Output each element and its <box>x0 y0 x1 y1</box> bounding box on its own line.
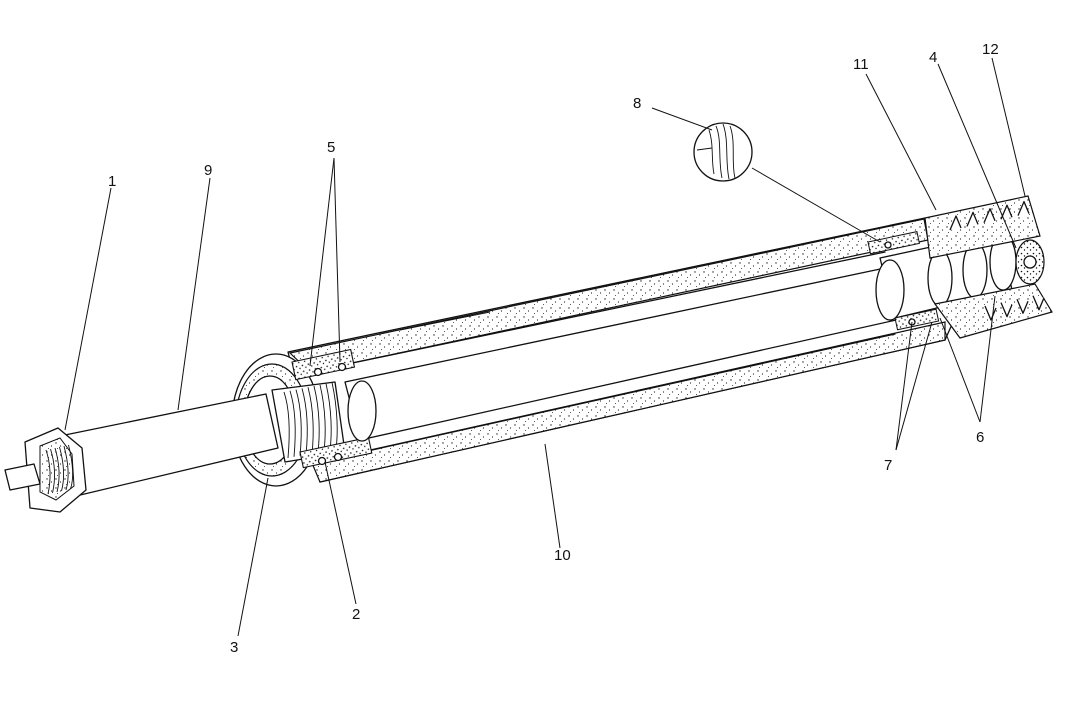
thread-line <box>319 384 326 451</box>
seal-7 <box>894 308 940 331</box>
piston-rod-body <box>59 393 279 497</box>
leader-2 <box>324 461 357 605</box>
end-cap-center <box>1023 255 1037 269</box>
thread-line <box>54 447 60 493</box>
leader-6a <box>939 317 981 423</box>
left-seals <box>291 348 373 469</box>
end-cap-upper-section <box>924 195 1041 259</box>
label-12: 12 <box>982 41 999 58</box>
inner-rod-end <box>347 380 377 442</box>
label-9: 9 <box>204 162 212 179</box>
tube-seam <box>399 311 491 331</box>
thread-line <box>289 390 296 457</box>
leader-12 <box>991 57 1026 197</box>
label-8: 8 <box>633 95 641 112</box>
label-10: 10 <box>554 547 571 564</box>
label-3: 3 <box>230 639 238 656</box>
thread-line <box>45 449 51 495</box>
fiber-cut-line <box>696 147 713 151</box>
gear-tooth <box>1000 302 1013 318</box>
leader-4 <box>937 63 1017 249</box>
leader-7a <box>895 321 913 451</box>
fiber-detail-bubble <box>693 122 753 182</box>
label-5: 5 <box>327 139 335 156</box>
seal-ball-3 <box>317 456 327 466</box>
gear-tooth <box>1000 204 1013 220</box>
seal-upper <box>291 348 356 381</box>
left-nut <box>4 427 87 513</box>
leader-1 <box>64 187 112 431</box>
bore-upper-line <box>337 251 886 367</box>
seal-ball-1 <box>313 367 323 377</box>
leader-10 <box>544 443 561 549</box>
leader-8b <box>751 167 881 243</box>
gear-tooth <box>949 215 962 231</box>
rod-end-stub <box>4 463 41 491</box>
leader-5a <box>309 157 335 367</box>
outer-tube-lower-wall <box>311 321 946 483</box>
seal-ball-2 <box>337 362 347 372</box>
piston-rod <box>59 393 279 497</box>
thread-line <box>68 444 73 490</box>
leader-3 <box>237 477 269 637</box>
thread-line <box>301 388 308 455</box>
seal-ball-4 <box>333 452 343 462</box>
thread-line <box>283 391 290 459</box>
thread-line <box>295 389 302 456</box>
leader-11 <box>865 73 937 211</box>
gear-tooth <box>1017 200 1030 216</box>
thread-line <box>50 448 55 494</box>
gear-tooth <box>1016 298 1029 314</box>
label-4: 4 <box>929 49 937 66</box>
fiber-strands <box>708 123 736 180</box>
seal-upper-right-ball <box>884 241 892 249</box>
seal-upper-right <box>867 231 920 255</box>
thread-line <box>307 387 314 454</box>
leader-lines <box>64 57 1026 637</box>
label-6: 6 <box>976 429 984 446</box>
leader-9 <box>177 177 211 411</box>
label-2: 2 <box>352 606 360 623</box>
leader-7b <box>895 321 933 451</box>
label-1: 1 <box>108 173 116 190</box>
label-7: 7 <box>884 457 892 474</box>
detail-bubble <box>693 122 753 182</box>
leader-8a <box>651 107 713 131</box>
gear-tooth <box>1032 295 1045 311</box>
bore-lower-line <box>344 333 896 457</box>
thread-line <box>313 385 320 453</box>
leader-5b <box>333 157 341 363</box>
piston-left-face <box>875 259 905 321</box>
callout-labels: 1 9 5 8 11 4 12 6 7 10 2 3 <box>108 41 999 656</box>
thread-line <box>59 446 64 492</box>
gear-tooth <box>983 208 996 224</box>
gear-tooth <box>966 211 979 227</box>
left-nut-threads <box>45 444 73 495</box>
gear-teeth-upper <box>949 200 1030 231</box>
label-11: 11 <box>853 56 869 73</box>
leader-6b <box>979 295 996 423</box>
thread-line <box>63 445 69 491</box>
